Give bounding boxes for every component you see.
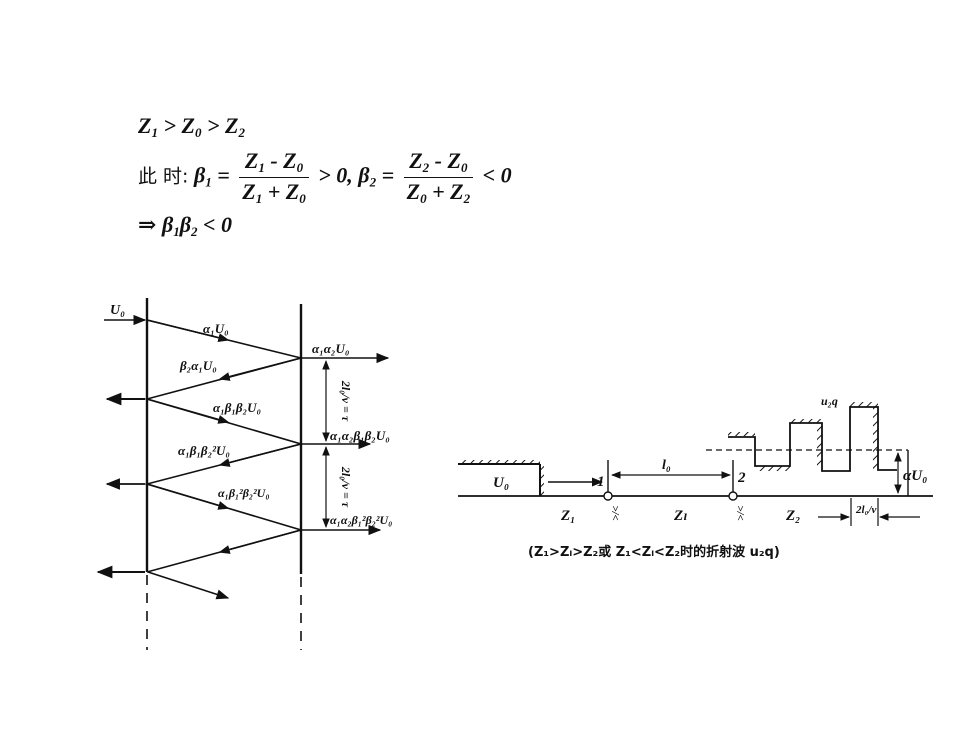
label-ineq-1: >/< bbox=[609, 505, 621, 521]
beta2-symbol: β bbox=[358, 162, 370, 188]
continuing-wave-arrow bbox=[147, 571, 230, 600]
label-zl: Zₗ bbox=[673, 508, 688, 524]
hatch bbox=[790, 419, 822, 423]
z2-symbol: Z bbox=[225, 113, 239, 138]
product-line: ⇒ β1β2 < 0 bbox=[138, 212, 233, 239]
hatch bbox=[728, 432, 755, 436]
forward-wave-arrow bbox=[146, 319, 230, 343]
label-a1a2b1b2u0: α₁α₂β₁β₂U₀ bbox=[330, 428, 390, 443]
implies-arrow: ⇒ bbox=[138, 212, 162, 237]
label-au0: αU₀ bbox=[903, 468, 927, 484]
negative-condition: < 0 bbox=[482, 162, 512, 188]
diagram-caption: (Z₁>Zₗ>Z₂或 Z₁<Zₗ<Z₂时的折射波 u₂q) bbox=[528, 544, 780, 560]
hatch bbox=[817, 423, 822, 468]
beta1-fraction: Z1 - Z0 Z1 + Z0 bbox=[239, 148, 309, 207]
label-u0: U₀ bbox=[110, 303, 125, 318]
back-wave-arrow bbox=[218, 357, 302, 381]
forward-wave-arrow bbox=[146, 483, 230, 510]
lattice-diagram: U₀ α₁U₀ α₁α₂U₀ β₂α₁U₀ α₁β₁β₂U₀ α₁α₂β₁β₂U… bbox=[96, 298, 392, 650]
equals-symbol: = bbox=[381, 162, 395, 188]
label-node-1: 1 bbox=[597, 474, 605, 490]
label-a1b1b2u0: α₁β₁β₂U₀ bbox=[213, 400, 261, 415]
label-a1a2u0: α₁α₂U₀ bbox=[312, 341, 349, 356]
beta-definition-line: 此 时: β1 = Z1 - Z0 Z1 + Z0 > 0, β2 = Z2 -… bbox=[138, 148, 512, 207]
refracted-wave bbox=[728, 406, 897, 472]
label-l0: l₀ bbox=[662, 458, 671, 473]
hatch bbox=[540, 464, 544, 496]
label-tau-2: 2l₀/v = τ bbox=[339, 466, 353, 508]
forward-wave-arrow bbox=[146, 398, 230, 424]
label-a1b12b22u0: α₁β₁²β₂²U₀ bbox=[218, 486, 270, 500]
label-u2q: u₂q bbox=[821, 394, 838, 408]
z1-symbol: Z bbox=[138, 113, 152, 138]
label-u0: U₀ bbox=[493, 475, 509, 491]
label-tau-1: 2l₀/v = τ bbox=[339, 380, 353, 422]
hatch bbox=[756, 466, 790, 471]
label-z1: Z₁ bbox=[560, 508, 575, 524]
node-2 bbox=[728, 491, 738, 501]
label-b2a1u0: β₂α₁U₀ bbox=[179, 358, 217, 373]
label-z2: Z₂ bbox=[785, 508, 800, 524]
hatch bbox=[850, 402, 878, 407]
hatch bbox=[873, 407, 878, 469]
node-1 bbox=[603, 491, 613, 501]
back-wave-arrow bbox=[218, 529, 302, 554]
label-ineq-2: >/< bbox=[734, 505, 746, 521]
condition-line: Z1 > Z0 > Z2 bbox=[138, 113, 245, 140]
hatch bbox=[458, 460, 540, 464]
gt-symbol: > bbox=[163, 113, 176, 138]
back-wave-arrow bbox=[218, 443, 302, 467]
line-wave-diagram: U₀ 1 2 l₀ Z₁ Zₗ Z₂ >/< >/< u₂q αU₀ 2l₀/v… bbox=[458, 394, 933, 560]
label-a1b1b22u0: α₁β₁β₂²U₀ bbox=[178, 443, 230, 458]
beta1-symbol: β bbox=[193, 162, 206, 188]
beta2-fraction: Z2 - Z0 Z0 + Z2 bbox=[403, 148, 474, 207]
label-2l0-v: 2l₀/v bbox=[855, 504, 876, 516]
positive-condition: > 0, bbox=[318, 162, 359, 188]
z0-symbol: Z bbox=[181, 113, 195, 138]
label-a1u0: α₁U₀ bbox=[203, 321, 229, 336]
label-node-2: 2 bbox=[737, 470, 746, 486]
equals-symbol: = bbox=[217, 162, 230, 188]
prefix-text: 此 时: bbox=[138, 165, 189, 188]
gt-symbol: > bbox=[206, 113, 220, 138]
label-a1a2b12b22u0: α₁α₂β₁²β₂²U₀ bbox=[330, 513, 392, 527]
